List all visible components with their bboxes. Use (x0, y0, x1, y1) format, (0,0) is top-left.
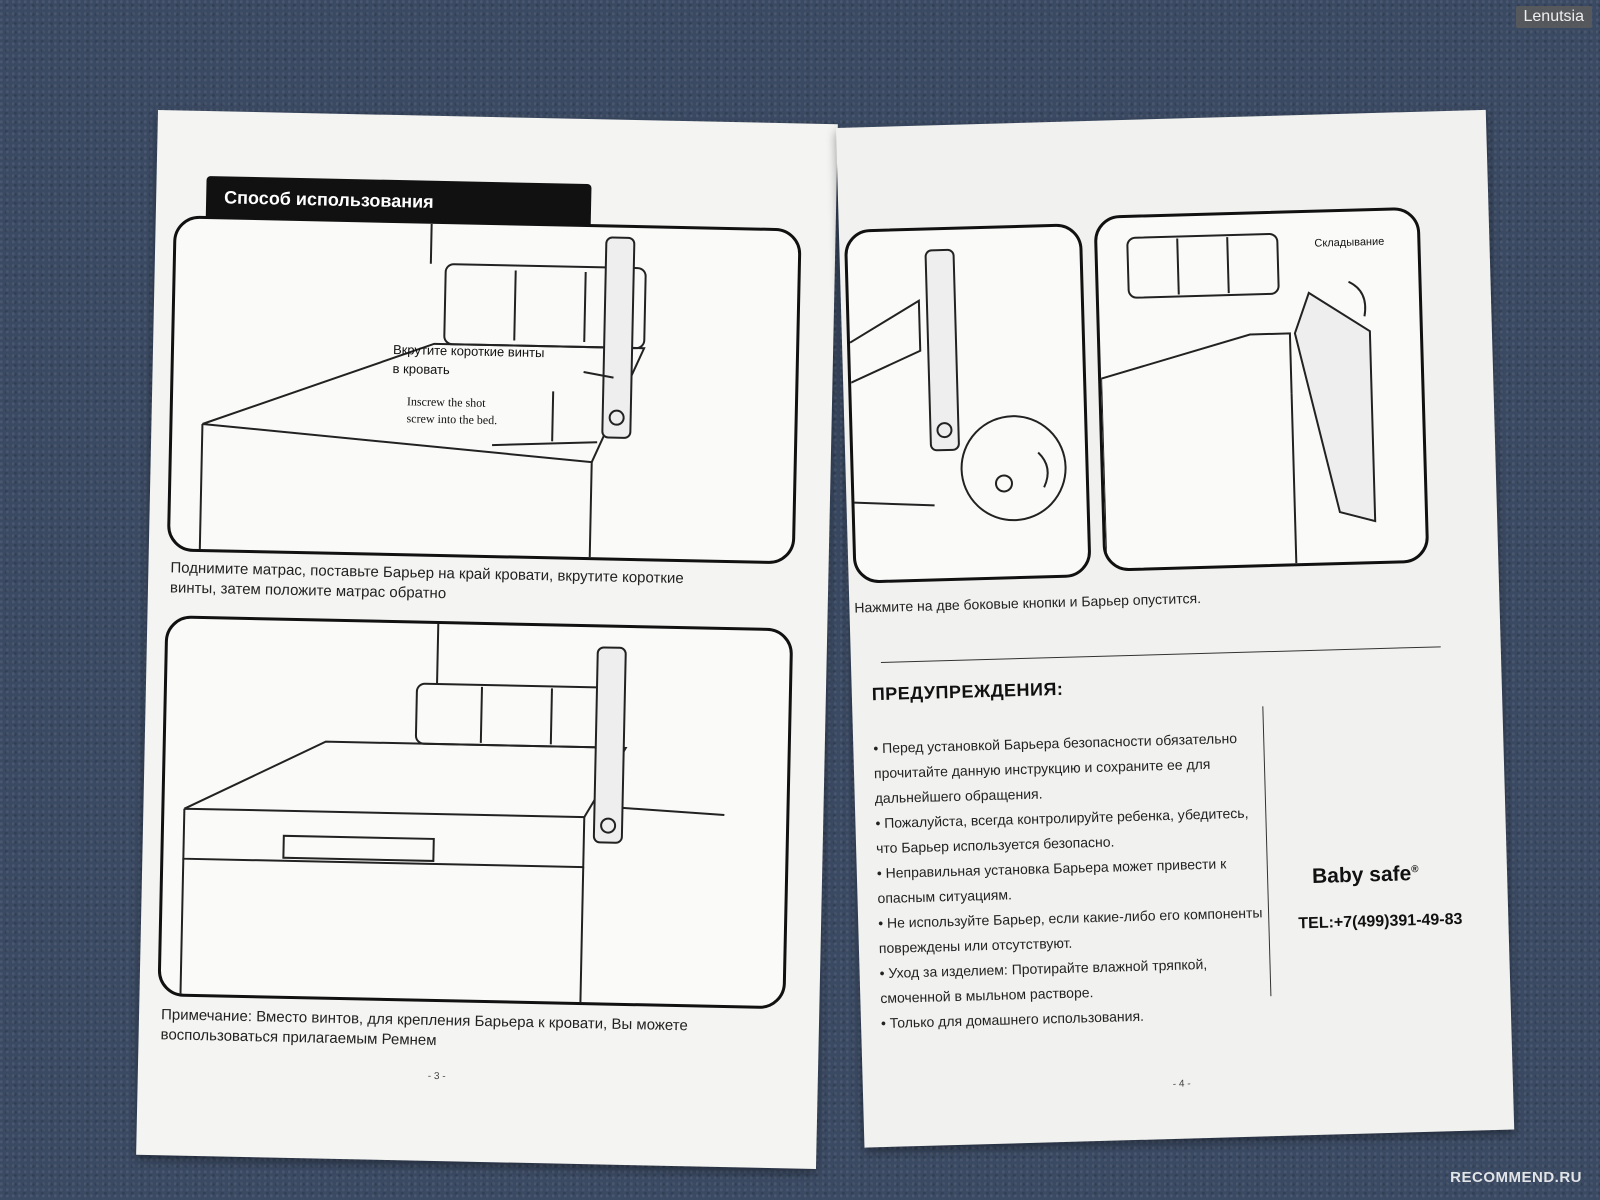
site-watermark: RECOMMEND.RU (1450, 1169, 1582, 1186)
brand-name: Baby safe (1311, 862, 1412, 888)
warnings-list: • Перед установкой Барьера безопасности … (873, 726, 1291, 1037)
page-number: - 3 - (427, 1070, 446, 1083)
brand-logo: Baby safe® (1312, 862, 1419, 889)
right-page: Складывание Нажмите на две боковые кнопк… (836, 109, 1515, 1148)
illustration-press-buttons (843, 223, 1092, 584)
fold-label: Складывание (1314, 235, 1385, 250)
callout-en-line1: Inscrew the shot (406, 394, 486, 410)
phone-number: TEL:+7(499)391-49-83 (1298, 910, 1463, 933)
bed-screw-illustration (198, 223, 647, 558)
illustration-fold (1093, 206, 1430, 572)
caption-note: Примечание: Вместо винтов, для крепления… (160, 1005, 688, 1056)
illustration-install-screws (166, 215, 802, 565)
page-number: - 4 - (1172, 1078, 1191, 1090)
bed-barrier-illustration (179, 623, 725, 1003)
brand-mark: ® (1410, 864, 1419, 876)
callout-en-line2: screw into the bed. (406, 411, 498, 428)
barrier-fold-illustration (1100, 232, 1377, 569)
callout-ru-line2: в кровать (392, 360, 450, 378)
caption-buttons: Нажмите на две боковые кнопки и Барьер о… (854, 589, 1202, 616)
divider (880, 646, 1441, 663)
caption-step1: Поднимите матрас, поставьте Барьер на кр… (170, 558, 684, 609)
illustration-barrier-installed (157, 615, 794, 1010)
author-watermark: Lenutsia (1515, 6, 1592, 28)
left-page: Способ использования Вкрутите короткие в… (136, 110, 838, 1170)
warnings-title: ПРЕДУПРЕЖДЕНИЯ: (871, 678, 1064, 705)
barrier-button-illustration (849, 248, 1067, 522)
callout-ru: Вкрутите короткие винты в кровать (392, 340, 544, 381)
callout-en: Inscrew the shot screw into the bed. (406, 393, 497, 429)
